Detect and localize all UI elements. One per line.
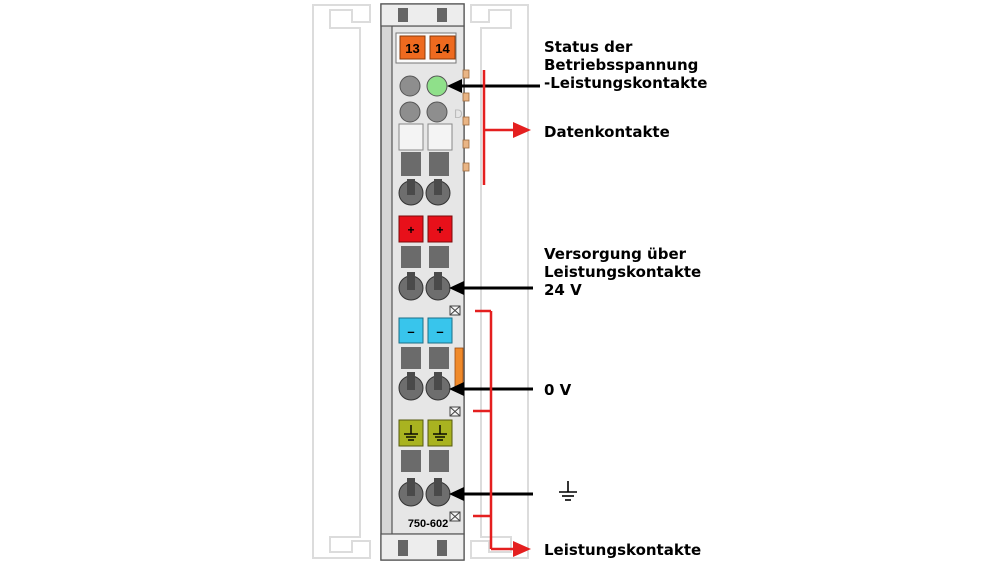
status-label-line-1: Status der (544, 38, 633, 56)
data-contacts (462, 69, 470, 172)
led-area: D (399, 75, 463, 123)
status-label: Status der Betriebsspannung -Leistungsko… (544, 38, 707, 92)
minus-sign-1: – (407, 324, 414, 339)
plus-sign-2: + (436, 223, 443, 237)
supply-label-line-2: Leistungskontakte (544, 263, 702, 281)
status-label-line-2: Betriebsspannung (544, 56, 699, 74)
led-grey-3 (426, 101, 448, 123)
supply-label: Versorgung über Leistungskontakte 24 V (544, 245, 701, 299)
black-arrows (447, 79, 540, 501)
fuse-bar (454, 347, 464, 389)
data-contacts-label: Datenkontakte (544, 123, 670, 141)
label-slots (398, 123, 453, 151)
plus-sign-1: + (407, 223, 414, 237)
ground-terminals (398, 419, 453, 507)
status-label-line-3: -Leistungskontakte (544, 74, 708, 92)
part-number: 750-602 (408, 518, 448, 530)
supply-label-line-3: 24 V (544, 281, 582, 299)
plus-terminals: + + (398, 215, 453, 301)
red-arrows (473, 70, 531, 557)
clamp-group-1 (398, 152, 451, 206)
terminal-number-14: 14 (435, 41, 450, 56)
minus-terminals: – – (398, 317, 464, 401)
power-contact-markers (449, 305, 461, 522)
terminal-number-markers: 13 14 (395, 32, 457, 64)
din-rail-outline (312, 4, 529, 559)
terminal-number-13: 13 (405, 41, 419, 56)
minus-sign-2: – (436, 324, 443, 339)
led-letter: D (454, 107, 463, 121)
zero-volt-label: 0 V (544, 381, 572, 399)
ground-symbol-icon (559, 481, 577, 501)
power-contacts-label: Leistungskontakte (544, 541, 702, 559)
supply-label-line-1: Versorgung über (544, 245, 687, 263)
terminal-housing (380, 3, 465, 561)
led-grey-2 (399, 101, 421, 123)
status-led-green (426, 75, 448, 97)
led-grey-1 (399, 75, 421, 97)
